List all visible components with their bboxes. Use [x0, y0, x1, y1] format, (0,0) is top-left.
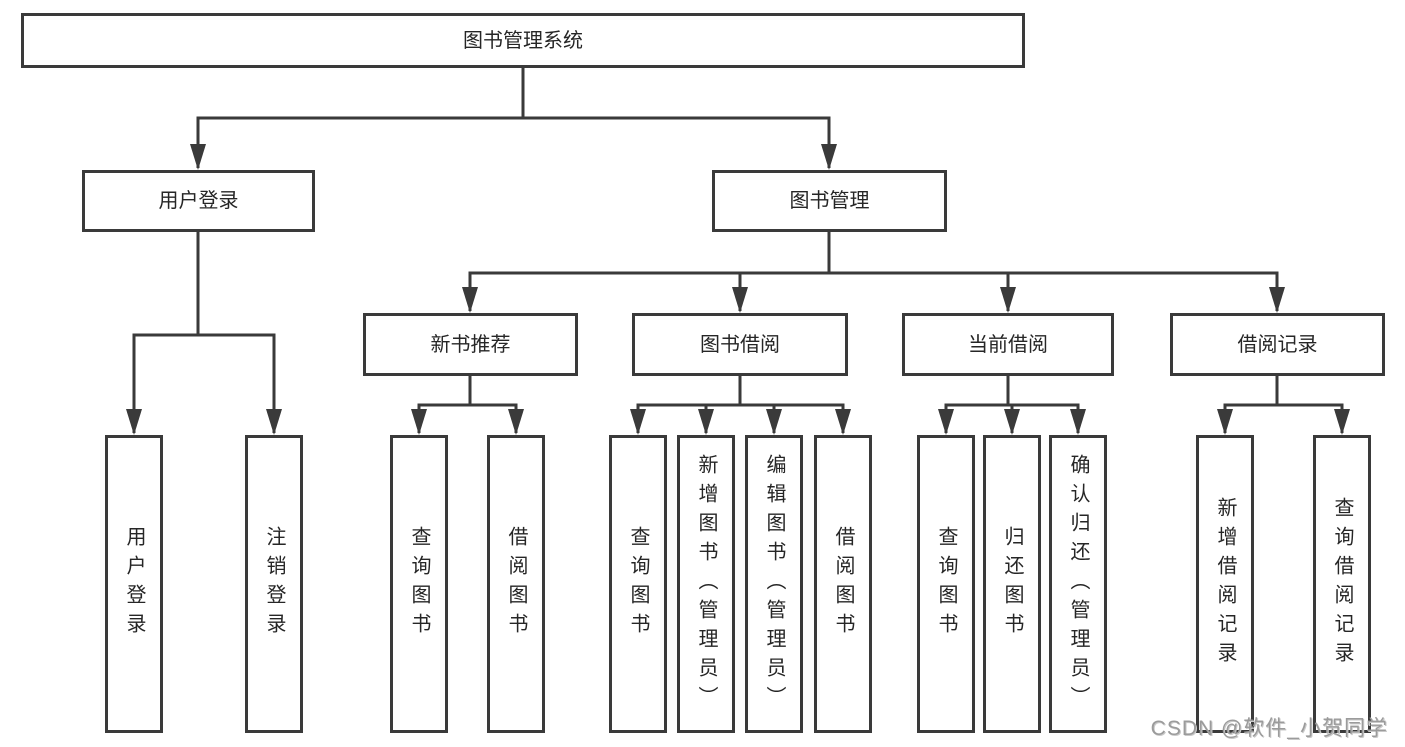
node-borrow-records: 借阅记录	[1170, 313, 1385, 376]
leaf-add-borrow-record-label: 新增借阅记录	[1214, 497, 1236, 671]
leaf-logout: 注销登录	[245, 435, 303, 733]
leaf-user-login: 用户登录	[105, 435, 163, 733]
node-book-borrow: 图书借阅	[632, 313, 848, 376]
node-root-label: 图书管理系统	[463, 29, 583, 52]
leaf-query-books-recommend-label: 查询图书	[408, 526, 430, 642]
leaf-user-login-label: 用户登录	[123, 526, 145, 642]
leaf-edit-books-admin-label: 编辑图书（管理员）	[763, 453, 785, 715]
leaf-borrow-books-recommend-label: 借阅图书	[505, 526, 527, 642]
node-book-management: 图书管理	[712, 170, 947, 232]
leaf-query-books-borrow: 查询图书	[609, 435, 667, 733]
node-user-login: 用户登录	[82, 170, 315, 232]
node-current-borrow: 当前借阅	[902, 313, 1114, 376]
leaf-borrow-books: 借阅图书	[814, 435, 872, 733]
leaf-query-books-borrow-label: 查询图书	[627, 526, 649, 642]
leaf-return-books-label: 归还图书	[1001, 526, 1023, 642]
leaf-edit-books-admin: 编辑图书（管理员）	[745, 435, 803, 733]
leaf-add-books-admin-label: 新增图书（管理员）	[695, 453, 717, 715]
node-borrow-records-label: 借阅记录	[1237, 333, 1318, 356]
leaf-logout-label: 注销登录	[263, 526, 285, 642]
leaf-add-borrow-record: 新增借阅记录	[1196, 435, 1254, 733]
leaf-add-books-admin: 新增图书（管理员）	[677, 435, 735, 733]
leaf-return-books: 归还图书	[983, 435, 1041, 733]
node-user-login-label: 用户登录	[158, 190, 239, 212]
node-new-book-recommend: 新书推荐	[363, 313, 578, 376]
watermark: CSDN @软件_小贺同学	[1150, 717, 1388, 740]
leaf-query-books-recommend: 查询图书	[390, 435, 448, 733]
node-book-management-label: 图书管理	[789, 190, 870, 212]
leaf-borrow-books-label: 借阅图书	[832, 526, 854, 642]
node-new-book-recommend-label: 新书推荐	[430, 333, 511, 356]
leaf-query-borrow-record-label: 查询借阅记录	[1331, 497, 1353, 671]
node-root: 图书管理系统	[21, 13, 1025, 68]
node-book-borrow-label: 图书借阅	[700, 333, 780, 356]
leaf-confirm-return-admin: 确认归还（管理员）	[1049, 435, 1107, 733]
leaf-borrow-books-recommend: 借阅图书	[487, 435, 545, 733]
leaf-query-books-current: 查询图书	[917, 435, 975, 733]
leaf-confirm-return-admin-label: 确认归还（管理员）	[1067, 453, 1089, 715]
leaf-query-borrow-record: 查询借阅记录	[1313, 435, 1371, 733]
leaf-query-books-current-label: 查询图书	[935, 526, 957, 642]
node-current-borrow-label: 当前借阅	[968, 333, 1048, 356]
